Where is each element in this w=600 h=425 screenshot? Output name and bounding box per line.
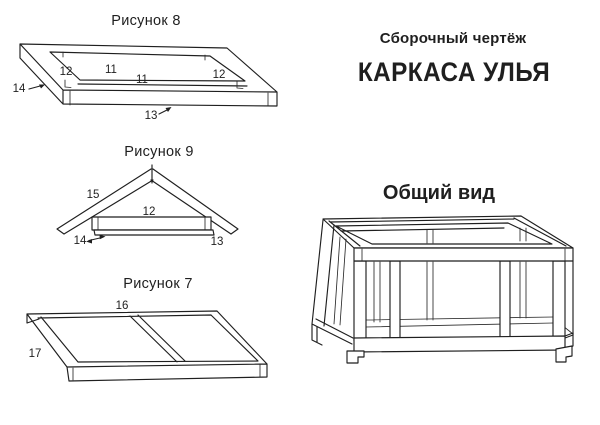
fig8-joint-marks <box>62 51 269 107</box>
fig7-label-long-rail: 16 <box>116 300 129 312</box>
fig8-arrowhead-14 <box>39 84 45 89</box>
gv-top-front-band <box>353 247 574 262</box>
fig7-frame-outline <box>26 310 268 382</box>
gv-left-leg <box>346 350 365 364</box>
assembly-subtitle: Сборочный чертёж <box>379 30 527 47</box>
figure7-caption: Рисунок 7 <box>123 276 193 292</box>
figure8-caption: Рисунок 8 <box>111 13 181 29</box>
assembly-title: КАРКАСА УЛЬЯ <box>357 57 551 87</box>
fig9-label-tie-beam: 12 <box>143 206 156 218</box>
figure9-drawing: 15 12 14 13 <box>56 164 239 248</box>
gv-interior-members <box>333 227 574 335</box>
gv-right-outer-edge <box>564 260 574 339</box>
gv-right-leg <box>555 345 573 363</box>
fig8-label-left-wall: 12 <box>60 66 73 78</box>
fig9-tie-beam-end-marks <box>97 216 206 231</box>
gv-front-stud-b <box>499 260 511 340</box>
fig9-label-rafter: 15 <box>87 189 100 201</box>
gv-front-stud-a <box>389 260 401 341</box>
fig8-label-front-plank: 13 <box>145 110 158 122</box>
fig9-arrowhead-left <box>86 239 92 244</box>
gv-front-left-post <box>353 260 367 342</box>
gv-band-end-marks <box>361 248 566 262</box>
fig8-label-front-wall: 11 <box>136 74 148 86</box>
gv-bottom-rail <box>353 335 566 353</box>
fig9-arrowhead-right <box>99 234 106 240</box>
figure8-drawing: 12 11 11 12 14 13 <box>13 43 278 122</box>
general-view-caption: Общий вид <box>382 182 496 204</box>
fig8-label-side-plank: 14 <box>13 83 26 95</box>
fig7-label-side-rail: 17 <box>29 348 42 360</box>
fig9-bottom-ledge <box>93 229 215 236</box>
gv-front-right-post <box>552 260 566 339</box>
fig8-frame-outline <box>19 43 278 107</box>
fig8-frame-inner-edges <box>49 51 248 87</box>
general-view-drawing <box>311 215 574 364</box>
fig7-end-grain-marks <box>72 364 261 381</box>
fig8-arrowhead-13 <box>165 107 172 112</box>
figure7-drawing: 16 17 <box>26 300 268 382</box>
fig8-label-back-wall: 11 <box>105 64 117 76</box>
gv-top-ring <box>322 215 574 249</box>
fig9-label-base-bar: 13 <box>211 236 224 248</box>
fig9-tie-beam <box>91 216 212 231</box>
fig9-label-ledge: 14 <box>74 235 87 247</box>
fig9-rafters <box>56 164 239 235</box>
fig7-frame-inner-rails <box>37 314 259 363</box>
gv-left-side <box>311 219 354 346</box>
figure9-caption: Рисунок 9 <box>124 144 194 160</box>
fig8-label-right-wall: 12 <box>213 69 226 81</box>
